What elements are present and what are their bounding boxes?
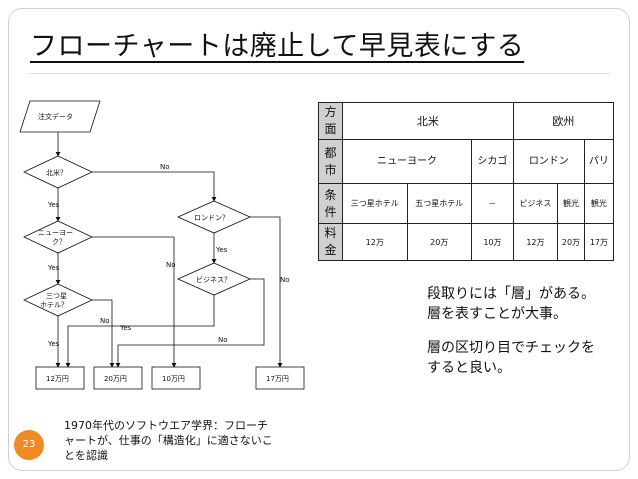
title-divider xyxy=(28,73,610,74)
flow-no-label: No xyxy=(166,261,176,269)
price-cell: 12万 xyxy=(342,223,408,261)
row-head-condition: 条件 xyxy=(318,183,343,224)
flowchart: 注文データ 北米？ ロンドン？ ニューヨー ク？ ビジネス？ 三つ星 ホテル？ … xyxy=(8,90,308,410)
flow-no-label: No xyxy=(218,336,228,344)
row-head-direction: 方面 xyxy=(318,102,343,140)
condition-cell: ビジネス xyxy=(512,183,559,224)
flow-edge xyxy=(115,278,265,368)
table-row-condition: 条件 三つ星ホテル 五つ星ホテル － ビジネス 観光 観光 xyxy=(318,183,615,224)
flow-no-label: No xyxy=(100,317,110,325)
flow-decision-london-label: ロンドン？ xyxy=(194,214,229,222)
condition-cell: － xyxy=(471,183,514,224)
explanation-note: 段取りには「層」がある。 層を表すことが大事。 層の区切り目でチェックを すると… xyxy=(427,284,595,378)
price-cell: 20万 xyxy=(557,223,585,261)
city-chicago: シカゴ xyxy=(471,139,514,184)
condition-cell: 観光 xyxy=(557,183,585,224)
flow-decision-ny-shape xyxy=(23,220,93,254)
flow-decision-3star-label-2: ホテル？ xyxy=(40,301,68,309)
slide-title: フローチャートは廃止して早見表にする xyxy=(30,31,525,62)
note-line: 層の区切り目でチェックを xyxy=(427,340,595,356)
flow-no-label: No xyxy=(280,276,290,284)
quick-reference-table: 方面 北米 欧州 都市 ニューヨーク シカゴ ロンドン パリ 条件 三つ星ホテル… xyxy=(318,102,615,261)
flow-yes-label: Yes xyxy=(47,340,60,348)
city-new-york: ニューヨーク xyxy=(341,139,473,184)
row-head-price: 料金 xyxy=(318,223,343,261)
price-cell: 17万 xyxy=(583,223,615,261)
flow-decision-3star-shape xyxy=(23,283,93,317)
flow-decision-na-label: 北米？ xyxy=(46,168,67,177)
note-line: 層を表すことが大事。 xyxy=(427,306,567,322)
flowchart-svg: 注文データ 北米？ ロンドン？ ニューヨー ク？ ビジネス？ 三つ星 ホテル？ … xyxy=(19,100,305,390)
footnote-caption: 1970年代のソフトウエア学界：フローチャートが、仕事の「構造化」に適さないこと… xyxy=(64,419,273,462)
flow-edge xyxy=(92,299,115,368)
flow-result-17-box xyxy=(255,366,305,390)
price-cell: 12万 xyxy=(512,223,559,261)
region-europe: 欧州 xyxy=(512,102,615,140)
price-cell: 10万 xyxy=(471,223,514,261)
flow-result-20-label: 20万円 xyxy=(104,375,127,383)
condition-cell: 五つ星ホテル xyxy=(406,183,473,224)
flow-yes-label: Yes xyxy=(47,201,60,209)
flow-result-12-label: 12万円 xyxy=(46,375,69,383)
flow-yes-label: Yes xyxy=(47,264,60,272)
price-cell: 20万 xyxy=(406,223,473,261)
flow-result-12-box xyxy=(35,366,85,390)
row-head-city: 都市 xyxy=(318,139,343,184)
city-paris: パリ xyxy=(583,139,615,184)
page-number-badge: 23 xyxy=(14,430,44,460)
city-london: ロンドン xyxy=(512,139,585,184)
flow-result-10-label: 10万円 xyxy=(162,375,185,383)
flow-yes-label: Yes xyxy=(119,324,132,332)
flow-edge xyxy=(92,171,217,202)
flow-start-label: 注文データ xyxy=(38,112,73,121)
table-row-region: 方面 北米 欧州 xyxy=(318,102,615,140)
flow-result-10-box xyxy=(151,366,201,390)
flow-decision-biz-label: ビジネス？ xyxy=(196,275,231,284)
flow-decision-ny-label-2: ク？ xyxy=(52,238,66,246)
flow-result-17-label: 17万円 xyxy=(266,375,289,383)
note-line: すると良い。 xyxy=(427,360,511,376)
flow-edge xyxy=(250,216,283,368)
table-row-price: 料金 12万 20万 10万 12万 20万 17万 xyxy=(318,223,615,261)
condition-cell: 三つ星ホテル xyxy=(342,183,408,224)
condition-cell: 観光 xyxy=(583,183,615,224)
note-line: 段取りには「層」がある。 xyxy=(427,286,595,302)
flow-decision-ny-label: ニューヨー xyxy=(38,229,73,237)
region-north-america: 北米 xyxy=(342,102,514,140)
flow-start-shape xyxy=(19,100,101,133)
flow-edge xyxy=(65,295,215,368)
flow-no-label: No xyxy=(160,163,170,171)
flow-result-20-box xyxy=(93,366,143,390)
flow-yes-label: Yes xyxy=(215,246,228,254)
table-row-city: 都市 ニューヨーク シカゴ ロンドン パリ xyxy=(318,139,615,184)
flow-decision-3star-label: 三つ星 xyxy=(46,292,67,300)
flow-edge xyxy=(92,236,177,368)
